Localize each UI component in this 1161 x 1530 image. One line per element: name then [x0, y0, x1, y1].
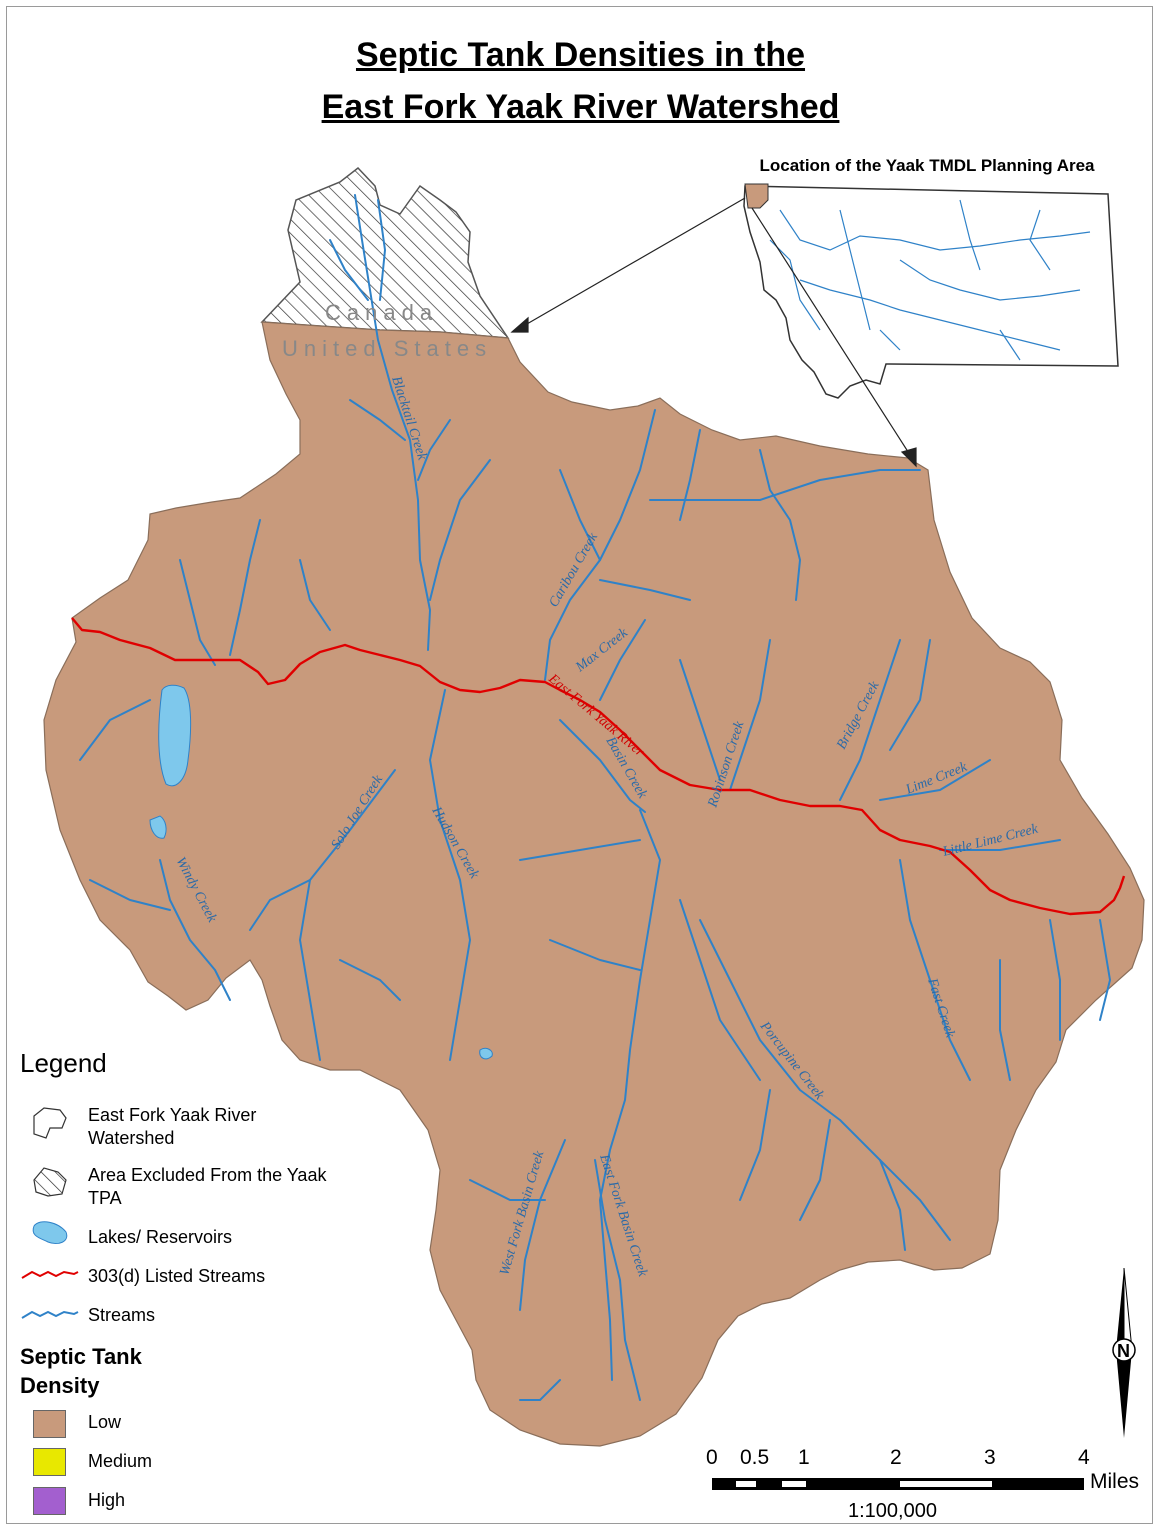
stream-caribou-trib-a — [559, 469, 601, 561]
legend-watershed-outline-symbol — [33, 1107, 67, 1139]
stream-west-fork-basin-trib — [469, 1179, 546, 1201]
stream-hudson — [429, 689, 471, 1061]
stream-robinson-trib — [679, 659, 721, 781]
map-title-line-2: East Fork Yaak River Watershed — [321, 88, 840, 126]
listed-stream-east-fork-yaak — [71, 617, 1126, 916]
stream-upper-east-b — [759, 449, 801, 601]
stream-windy-trib — [89, 879, 171, 911]
stream-fast-trib — [999, 959, 1011, 1081]
stream-basin-main — [599, 809, 661, 1381]
stream-solo-joe-trib-a — [249, 879, 311, 931]
stream-bridge-trib — [889, 639, 931, 751]
united-states-label: United States — [282, 336, 492, 361]
legend-label-lakes: Lakes/ Reservoirs — [88, 1227, 233, 1247]
stream-blacktail-trib-c — [349, 399, 406, 441]
stream-windy — [159, 859, 231, 1001]
stream-west-trib-a — [229, 519, 261, 656]
inset-planning-area — [744, 183, 769, 209]
legend-item-lakes: Lakes/ Reservoirs — [20, 1224, 340, 1264]
scale-bar — [712, 1478, 1084, 1490]
scale-unit: Miles — [1090, 1470, 1140, 1493]
stream-porcupine-trib-c — [799, 1119, 831, 1221]
lake-pond — [479, 1047, 493, 1060]
stream-far-west — [79, 699, 151, 761]
stream-west-trib-b — [179, 559, 216, 666]
stream-robinson — [729, 639, 771, 791]
stream-solo-joe-trib-b — [339, 959, 401, 1001]
stream-far-east-b — [1049, 919, 1061, 1041]
stream-porcupine-trib-b — [739, 1089, 771, 1201]
legend-label-excluded-area: Area Excluded From the Yaak TPA — [88, 1165, 327, 1208]
inset-pointer-lines — [510, 197, 917, 468]
density-label-high: High — [88, 1490, 126, 1510]
stream-blacktail-trib-a — [329, 239, 369, 301]
scale-ratio: 1:100,000 — [848, 1500, 937, 1522]
scale-tick-4: 4 — [1078, 1446, 1090, 1469]
legend-listed-stream-symbol — [21, 1270, 79, 1279]
legend-label-watershed: East Fork Yaak River Watershed — [88, 1105, 257, 1148]
swatch-medium — [33, 1448, 66, 1476]
stream-far-east-a — [1099, 919, 1111, 1021]
stream-porcupine — [699, 919, 951, 1241]
legend-item-excluded-area: Area Excluded From the Yaak TPA — [20, 1162, 340, 1208]
stream-blacktail — [354, 194, 431, 651]
inset-title: Location of the Yaak TMDL Planning Area — [759, 156, 1095, 175]
stream-network — [79, 194, 1111, 1401]
legend-symbols — [21, 1107, 79, 1319]
inset-state-outline — [743, 185, 1119, 399]
stream-blacktail-trib-b — [377, 199, 386, 301]
inset-rivers — [769, 199, 1091, 361]
stream-lime — [879, 759, 991, 801]
stream-southwest-trib — [519, 1379, 561, 1401]
stream-east-fork-basin — [594, 1159, 641, 1401]
density-legend-title: Septic Tank Density — [20, 1344, 142, 1398]
north-arrow-label: N — [1117, 1341, 1130, 1361]
legend-label-listed-streams: 303(d) Listed Streams — [88, 1266, 266, 1286]
map-frame — [6, 6, 1153, 1524]
swatch-low — [33, 1410, 66, 1438]
stream-fast — [899, 859, 971, 1081]
scale-tick-3: 3 — [984, 1446, 996, 1469]
stream-basin-trib-c — [679, 899, 761, 1081]
stream-basin-trib-b — [549, 939, 641, 971]
swatch-high — [33, 1487, 66, 1515]
legend-item-streams: Streams — [20, 1302, 340, 1342]
inset-locator-map — [510, 183, 1119, 468]
legend-label-streams: Streams — [88, 1305, 156, 1325]
map-title-line-1: Septic Tank Densities in the — [355, 36, 806, 74]
watershed-area-low-density — [43, 321, 1145, 1447]
legend-item-watershed: East Fork Yaak River Watershed — [20, 1102, 340, 1148]
scale-tick-1: 1 — [798, 1446, 810, 1469]
stream-max — [599, 619, 646, 701]
legend-item-listed-streams: 303(d) Listed Streams — [20, 1263, 340, 1303]
scale-tick-0-5: 0.5 — [740, 1446, 770, 1469]
stream-solo-joe — [299, 769, 396, 1061]
stream-blacktail-trib-e — [429, 459, 491, 601]
stream-basin-upper — [559, 719, 646, 813]
stream-west-trib-c — [299, 559, 331, 631]
stream-porcupine-trib-a — [879, 1159, 906, 1251]
density-label-medium: Medium — [88, 1451, 153, 1471]
stream-west-fork-basin — [519, 1139, 566, 1311]
stream-basin-trib-a — [519, 839, 641, 861]
stream-bridge — [839, 639, 901, 801]
stream-upper-east-a — [679, 429, 701, 521]
legend-hatched-symbol — [33, 1167, 67, 1197]
stream-upper-east-c — [649, 469, 921, 501]
legend-title: Legend — [20, 1048, 107, 1078]
lake-main — [158, 684, 192, 787]
stream-little-lime — [939, 839, 1061, 851]
lake-small — [149, 815, 167, 839]
legend-stream-symbol — [21, 1310, 79, 1319]
north-arrow-icon: N — [1112, 1267, 1136, 1438]
scale-tick-0: 0 — [706, 1446, 718, 1469]
stream-caribou-trib-b — [599, 579, 691, 601]
canada-label: Canada — [325, 300, 438, 325]
density-label-low: Low — [88, 1412, 122, 1432]
legend-lake-symbol — [32, 1221, 68, 1245]
scale-tick-2: 2 — [890, 1446, 902, 1469]
stream-blacktail-trib-d — [417, 419, 451, 481]
